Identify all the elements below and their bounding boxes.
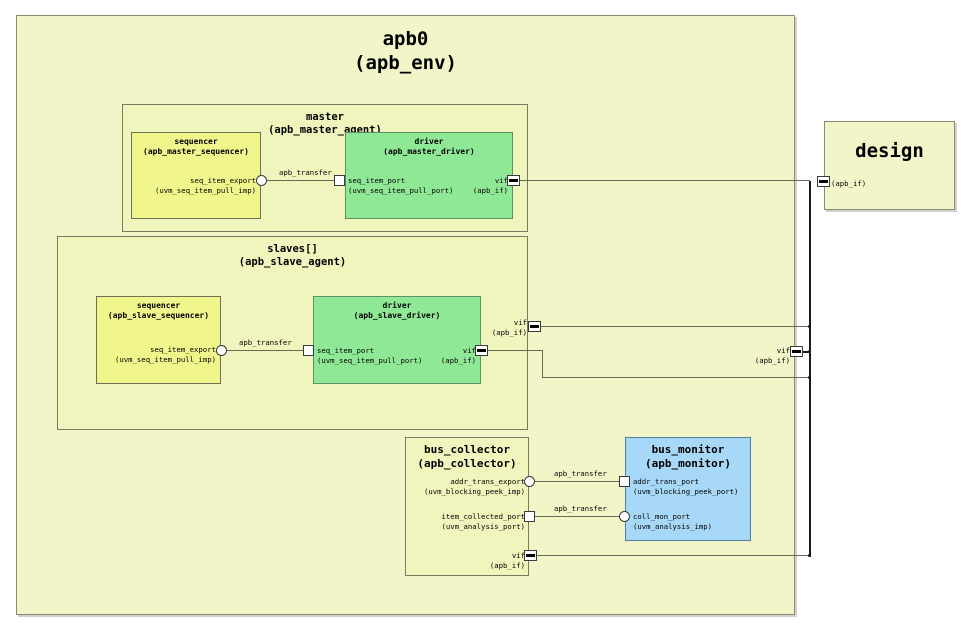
- slave-driver-vif-label: vif (apb_if): [440, 346, 476, 365]
- slave-sequencer-port-label: seq_item_export (uvm_seq_item_pull_imp): [114, 345, 216, 364]
- wire-collector-vif-to-bus: [537, 555, 810, 556]
- item-apb-transfer-label: apb_transfer: [554, 504, 607, 513]
- bus-junction-collector: [808, 554, 811, 557]
- master-driver-block[interactable]: driver (apb_master_driver): [345, 132, 513, 219]
- bus-monitor-addr-port-label: addr_trans_port (uvm_blocking_peek_port): [633, 477, 739, 496]
- slave-sequencer-title: sequencer (apb_slave_sequencer): [107, 301, 210, 320]
- design-apb-if-port[interactable]: [817, 176, 830, 187]
- wire-master-vif-to-design: [520, 180, 810, 181]
- bus-trunk-vertical: [809, 181, 811, 557]
- master-driver-port-label: seq_item_port (uvm_seq_item_pull_port): [348, 176, 454, 195]
- master-seq-item-port[interactable]: [334, 175, 345, 186]
- bus-collector-block[interactable]: bus_collector (apb_collector): [405, 437, 529, 576]
- slave-driver-title: driver (apb_slave_driver): [353, 301, 441, 320]
- addr-apb-transfer-label: apb_transfer: [554, 469, 607, 478]
- slave-seq-item-export-port[interactable]: [216, 345, 227, 356]
- design-title: design: [855, 140, 924, 162]
- design-apb-if-label: (apb_if): [831, 179, 867, 188]
- bus-collector-title: bus_collector (apb_collector): [417, 443, 517, 470]
- design-block[interactable]: design: [824, 121, 955, 210]
- wire-master-seq-to-driver: [267, 180, 334, 181]
- master-driver-vif-label: vif (apb_if): [472, 176, 508, 195]
- slaves-agent-title: slaves[] (apb_slave_agent): [238, 243, 347, 269]
- master-seq-item-export-port[interactable]: [256, 175, 267, 186]
- env-vif-port[interactable]: [790, 346, 803, 357]
- slave-seq-item-port[interactable]: [303, 345, 314, 356]
- master-sequencer-title: sequencer (apb_master_sequencer): [143, 137, 249, 156]
- bus-monitor-title: bus_monitor (apb_monitor): [644, 443, 732, 470]
- slave-apb-transfer-label: apb_transfer: [239, 338, 292, 347]
- addr-trans-export-port[interactable]: [524, 476, 535, 487]
- wire-slave-driver-vif-seg1: [488, 350, 543, 351]
- wire-slave-seq-to-driver: [227, 350, 303, 351]
- slave-driver-block[interactable]: driver (apb_slave_driver): [313, 296, 481, 384]
- bus-collector-vif-label: vif (apb_if): [489, 551, 525, 570]
- item-collected-port[interactable]: [524, 511, 535, 522]
- bus-junction-slaves-agent: [808, 325, 811, 328]
- env-title: apb0 (apb_env): [354, 28, 457, 74]
- wire-item-collected: [535, 516, 619, 517]
- master-apb-transfer-label: apb_transfer: [279, 168, 332, 177]
- slaves-agent-vif-label: vif (apb_if): [491, 318, 527, 337]
- wire-addr-trans: [535, 481, 619, 482]
- bus-stub-env-vif: [803, 351, 811, 353]
- wire-slave-driver-vif-seg3: [542, 377, 810, 378]
- env-vif-label: vif (apb_if): [754, 346, 790, 365]
- bus-monitor-coll-port-label: coll_mon_port (uvm_analysis_imp): [633, 512, 713, 531]
- master-driver-vif-port[interactable]: [507, 175, 520, 186]
- bus-monitor-block[interactable]: bus_monitor (apb_monitor): [625, 437, 751, 541]
- coll-mon-port[interactable]: [619, 511, 630, 522]
- slaves-agent-vif-port[interactable]: [528, 321, 541, 332]
- bus-collector-addr-port-label: addr_trans_export (uvm_blocking_peek_imp…: [423, 477, 525, 496]
- wire-slave-driver-vif-seg2: [542, 350, 543, 378]
- slave-sequencer-block[interactable]: sequencer (apb_slave_sequencer): [96, 296, 221, 384]
- master-sequencer-port-label: seq_item_export (uvm_seq_item_pull_imp): [154, 176, 256, 195]
- slave-driver-port-label: seq_item_port (uvm_seq_item_pull_port): [317, 346, 423, 365]
- bus-collector-item-port-label: item_collected_port (uvm_analysis_port): [441, 512, 525, 531]
- master-sequencer-block[interactable]: sequencer (apb_master_sequencer): [131, 132, 261, 219]
- bus-junction-slave-driver: [808, 376, 811, 379]
- addr-trans-port[interactable]: [619, 476, 630, 487]
- wire-slaves-agent-vif-to-bus: [541, 326, 810, 327]
- slave-driver-vif-port[interactable]: [475, 345, 488, 356]
- master-driver-title: driver (apb_master_driver): [383, 137, 475, 156]
- bus-collector-vif-port[interactable]: [524, 550, 537, 561]
